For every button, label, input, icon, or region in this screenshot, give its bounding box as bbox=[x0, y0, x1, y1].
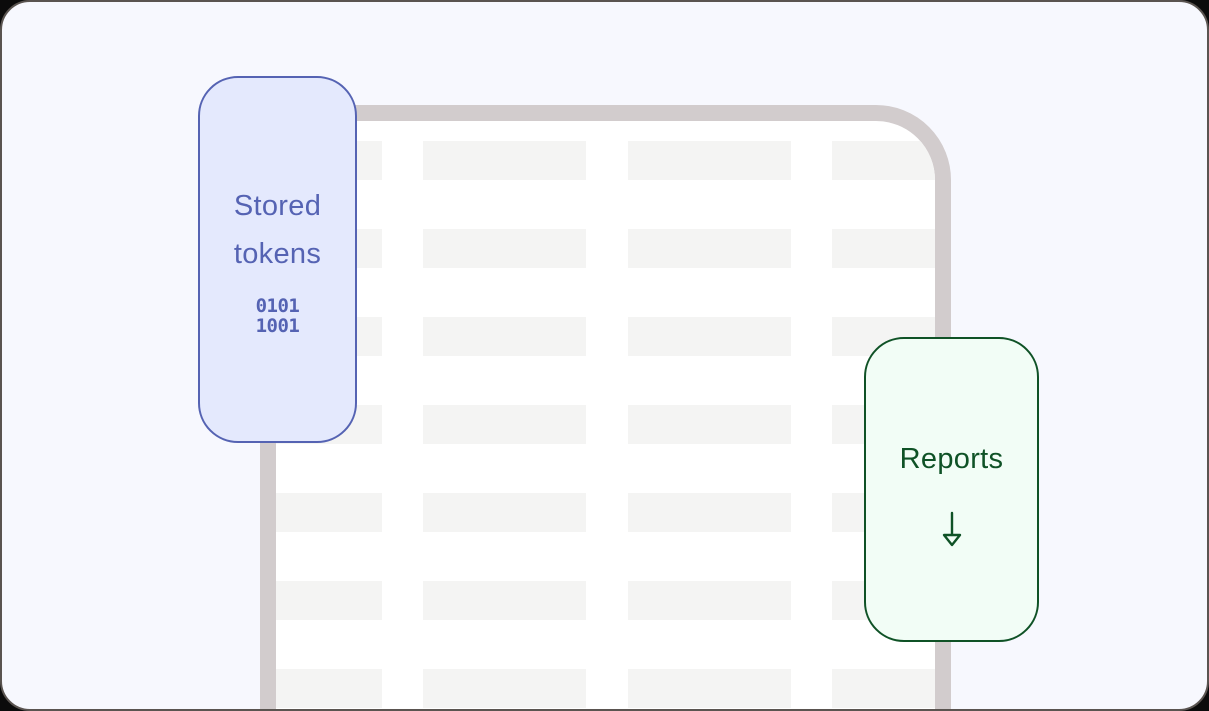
table-cell bbox=[423, 141, 586, 180]
table-cell bbox=[423, 317, 586, 356]
binary-line1: 0101 bbox=[255, 295, 300, 317]
table-cell bbox=[628, 405, 791, 444]
reports-card: Reports bbox=[864, 337, 1039, 642]
table-cell bbox=[628, 493, 791, 532]
table-cell bbox=[628, 581, 791, 620]
reports-label: Reports bbox=[899, 443, 1004, 475]
table-cell bbox=[423, 229, 586, 268]
table-cell bbox=[423, 581, 586, 620]
table-cell bbox=[832, 669, 935, 708]
stored-tokens-label-line2: tokens bbox=[233, 238, 322, 270]
table-cell bbox=[423, 493, 586, 532]
data-table-card bbox=[260, 105, 951, 709]
table-cell bbox=[832, 229, 935, 268]
table-cell bbox=[276, 493, 382, 532]
table-cell bbox=[628, 141, 791, 180]
table-cell bbox=[276, 669, 382, 708]
arrow-down-icon bbox=[942, 511, 961, 547]
table-cell bbox=[628, 229, 791, 268]
binary-icon: 0101 1001 bbox=[256, 296, 300, 336]
binary-line2: 1001 bbox=[255, 315, 300, 337]
table-cell bbox=[628, 317, 791, 356]
table-cell bbox=[628, 669, 791, 708]
table-cell bbox=[423, 405, 586, 444]
table-cell bbox=[276, 581, 382, 620]
stored-tokens-label: Stored tokens bbox=[234, 182, 321, 278]
table-cell bbox=[423, 669, 586, 708]
stored-tokens-label-line1: Stored bbox=[233, 190, 322, 222]
stored-tokens-card: Stored tokens 0101 1001 bbox=[198, 76, 357, 443]
table-cell bbox=[832, 141, 935, 180]
